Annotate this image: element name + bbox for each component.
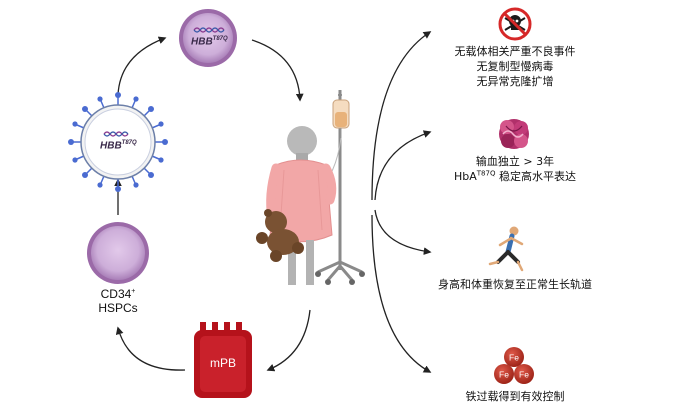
outcome-growth-text: 身高和体重恢复至正常生长轨道 — [438, 278, 592, 291]
outcome-safety-text: 无载体相关严重不良事件 无复制型慢病毒 无异常克隆扩增 — [454, 45, 576, 88]
lentivirus-icon — [68, 92, 168, 192]
fe-label-2: Fe — [499, 370, 509, 380]
outcome-transfusion-text: 输血独立 > 3年 HbAT87Q 稳定高水平表达 — [454, 155, 576, 183]
iv-stand-icon — [315, 90, 365, 285]
outcome-arrows — [371, 31, 432, 373]
arrow-outcome-2 — [374, 130, 432, 201]
outcome-iron-text: 铁过载得到有效控制 — [465, 390, 565, 403]
iron-fe-icon: Fe Fe Fe — [494, 347, 534, 384]
cycle-arrows — [114, 36, 311, 372]
skull-crossbones-no-icon — [498, 7, 532, 41]
modified-cell — [179, 9, 237, 67]
running-person-icon — [488, 226, 524, 272]
teddy-bear-icon — [256, 209, 304, 262]
hspc-label: CD34+ HSPCs — [98, 287, 138, 315]
fe-ball-3 — [514, 364, 534, 384]
dna-helix-icon — [193, 27, 225, 33]
fe-label-3: Fe — [519, 370, 529, 380]
hemoglobin-molecule-icon — [499, 119, 529, 149]
fe-ball-1 — [504, 347, 524, 367]
blood-bag-icon — [194, 322, 252, 398]
fe-ball-2 — [494, 364, 514, 384]
blood-bag-label: mPB — [209, 356, 236, 370]
hspc-cell — [87, 222, 149, 284]
arrow-cell-to-patient — [251, 39, 304, 102]
virus-gene-label: HBBT87Q — [100, 140, 137, 152]
arrow-patient-to-bag — [266, 309, 311, 372]
arrow-outcome-3 — [374, 209, 432, 255]
arrow-bag-to-hspc — [115, 326, 186, 371]
modified-cell-gene-label: HBBT87Q — [191, 36, 228, 48]
arrow-virus-to-cell — [117, 36, 167, 96]
arrow-outcome-4 — [371, 214, 432, 373]
arrow-outcome-1 — [371, 31, 432, 201]
fe-label-1: Fe — [509, 353, 519, 363]
patient-illustration — [256, 90, 365, 285]
